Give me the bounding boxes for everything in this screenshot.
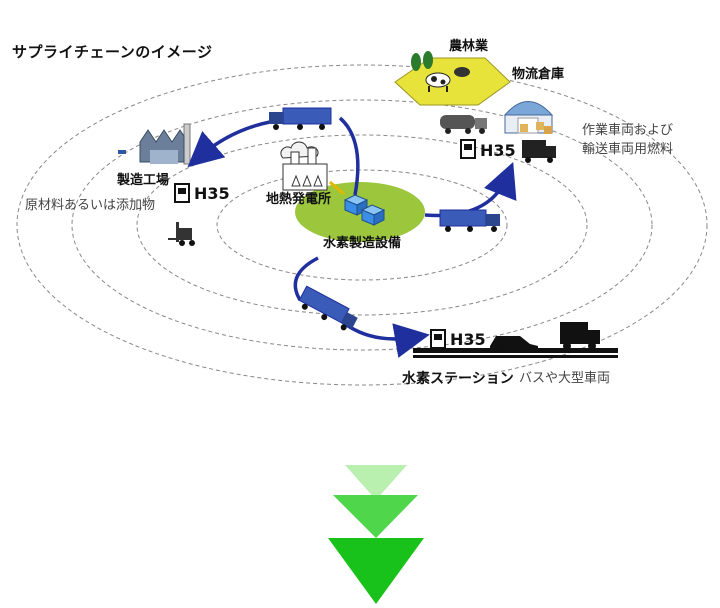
chevron-down-icon	[328, 465, 424, 604]
hydrogen-tank-icon	[343, 194, 386, 226]
tanker-icon	[440, 115, 487, 134]
h35-station-label: H35	[450, 330, 486, 349]
vehicle-fuel-label-line1: 作業車両および	[582, 123, 674, 138]
factory-note: 原材料あるいは添加物	[25, 198, 156, 213]
road	[413, 348, 618, 358]
orbit-ring-1	[216, 169, 508, 281]
diagram-title: サプライチェーンのイメージ	[12, 43, 213, 61]
farm-label: 農林業	[449, 39, 489, 54]
factory-icon	[118, 123, 191, 165]
box-truck-icon	[522, 140, 556, 163]
cow-icon	[425, 67, 470, 92]
arrow-to-factory	[187, 120, 271, 168]
pump-icon	[460, 139, 476, 159]
arrow-to-warehouse	[424, 162, 517, 218]
station-note: バスや大型車両	[519, 371, 611, 386]
orbit-ring-2	[136, 134, 588, 316]
hydrogen-plant-label: 水素製造設備	[323, 236, 402, 251]
warehouse-icon	[503, 101, 554, 134]
arrow-from-plant-bottom	[293, 256, 319, 301]
truck-icon	[439, 209, 500, 232]
pump-icon	[174, 183, 190, 203]
geothermal-label: 地熱発電所	[266, 192, 332, 207]
truck-icon	[269, 107, 332, 130]
geothermal-plant-icon	[280, 141, 345, 196]
arrow-from-plant-top	[338, 116, 360, 196]
orbit-rings	[16, 64, 708, 386]
farm-icon	[394, 51, 511, 106]
orbit-ring-3	[71, 99, 653, 351]
h35-factory-label: H35	[194, 184, 230, 203]
forklift-icon	[168, 222, 195, 246]
flow-arrows	[187, 116, 517, 358]
car-icon	[490, 336, 538, 352]
station-label: 水素ステーション	[402, 371, 514, 387]
warehouse-label: 物流倉庫	[512, 67, 565, 82]
pump-icon	[430, 329, 446, 349]
tree-icon	[411, 51, 433, 71]
factory-label: 製造工場	[117, 173, 170, 188]
orbit-ring-4	[16, 64, 708, 386]
h35-warehouse-label: H35	[480, 141, 516, 160]
truck-icon	[298, 285, 358, 331]
box-truck-icon	[560, 322, 600, 350]
vehicle-fuel-label-line2: 輸送車両用燃料	[582, 142, 674, 157]
